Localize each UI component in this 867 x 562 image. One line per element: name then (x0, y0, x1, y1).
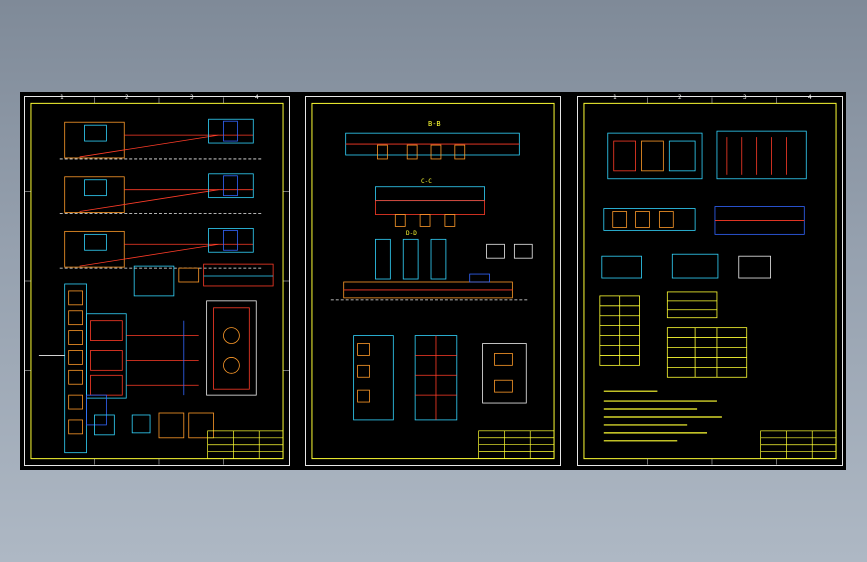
drawing-sheet-2: B-B C-C D-D (305, 96, 561, 466)
zone-label-3: 3 (743, 94, 747, 101)
sheet-1-graphics (25, 97, 289, 465)
zone-label-4: 4 (255, 94, 259, 101)
section-title-d-d: D-D (406, 230, 417, 237)
zone-label-3: 3 (190, 94, 194, 101)
sheet-3-graphics (583, 97, 837, 465)
zone-label-1: 1 (613, 94, 617, 101)
drawing-sheet-3: 1 2 3 4 (577, 94, 843, 466)
zone-label-2: 2 (125, 94, 129, 101)
drawing-sheet-1: 1 2 3 4 (24, 94, 290, 466)
zone-label-2: 2 (678, 94, 682, 101)
section-title-b-b: B-B (428, 120, 441, 128)
cad-drawing-viewport[interactable]: 1 2 3 4 (20, 92, 846, 470)
sheet-2-graphics (311, 102, 555, 460)
zone-label-4: 4 (808, 94, 812, 101)
zone-label-1: 1 (60, 94, 64, 101)
section-title-c-c: C-C (421, 178, 432, 185)
